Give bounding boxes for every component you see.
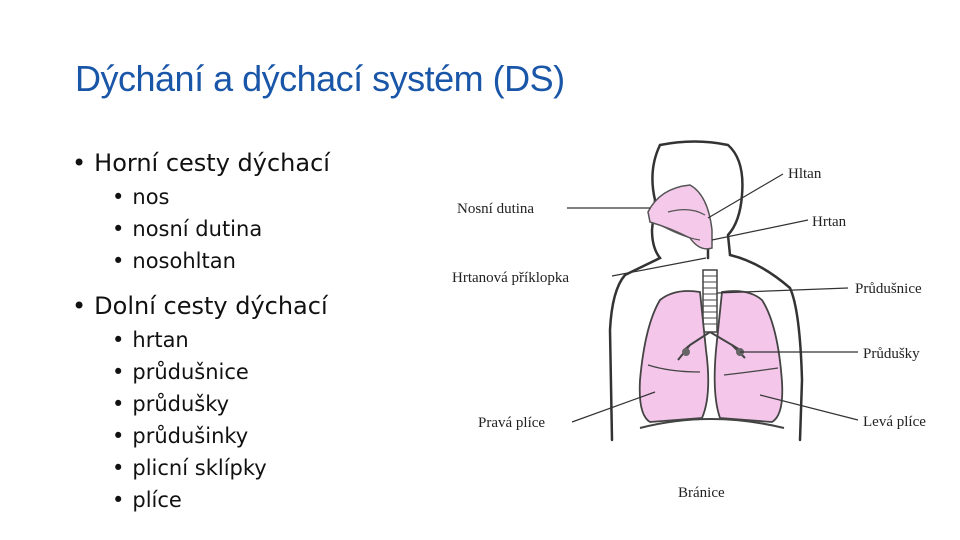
sub-list-lower: hrtan průdušnice průdušky průdušinky pli… — [112, 324, 330, 516]
trachea-shape — [703, 270, 717, 332]
label-hrtanova-priklopka: Hrtanová příklopka — [452, 270, 569, 286]
bullet-lower-airways: Dolní cesty dýchací — [72, 291, 330, 321]
sub-bullet: nosohltan — [112, 245, 330, 277]
sub-list-upper: nos nosní dutina nosohltan — [112, 181, 330, 277]
bullet-list: Horní cesty dýchací nos nosní dutina nos… — [72, 148, 330, 530]
sub-bullet: nosní dutina — [112, 213, 330, 245]
label-prava-plice: Pravá plíce — [478, 415, 545, 431]
sub-bullet: nos — [112, 181, 330, 213]
sub-bullet: plíce — [112, 484, 330, 516]
label-leva-plice: Levá plíce — [863, 414, 926, 430]
nasal-cavity-shape — [648, 185, 712, 249]
label-nosni-dutina: Nosní dutina — [457, 201, 534, 217]
bullet-upper-airways: Horní cesty dýchací — [72, 148, 330, 178]
respiratory-system-diagram: Hltan Nosní dutina Hrtan Hrtanová příklo… — [440, 135, 950, 510]
label-branice: Bránice — [678, 485, 725, 501]
label-hrtan: Hrtan — [812, 214, 847, 230]
label-prudusnice: Průdušnice — [855, 281, 922, 297]
sub-bullet: průdušnice — [112, 356, 330, 388]
label-hltan: Hltan — [788, 166, 822, 182]
sub-bullet: plicní sklípky — [112, 452, 330, 484]
slide-title: Dýchání a dýchací systém (DS) — [75, 58, 565, 100]
sub-bullet: průdušinky — [112, 420, 330, 452]
sub-bullet: hrtan — [112, 324, 330, 356]
sub-bullet: průdušky — [112, 388, 330, 420]
label-prudusky: Průdušky — [863, 346, 920, 362]
